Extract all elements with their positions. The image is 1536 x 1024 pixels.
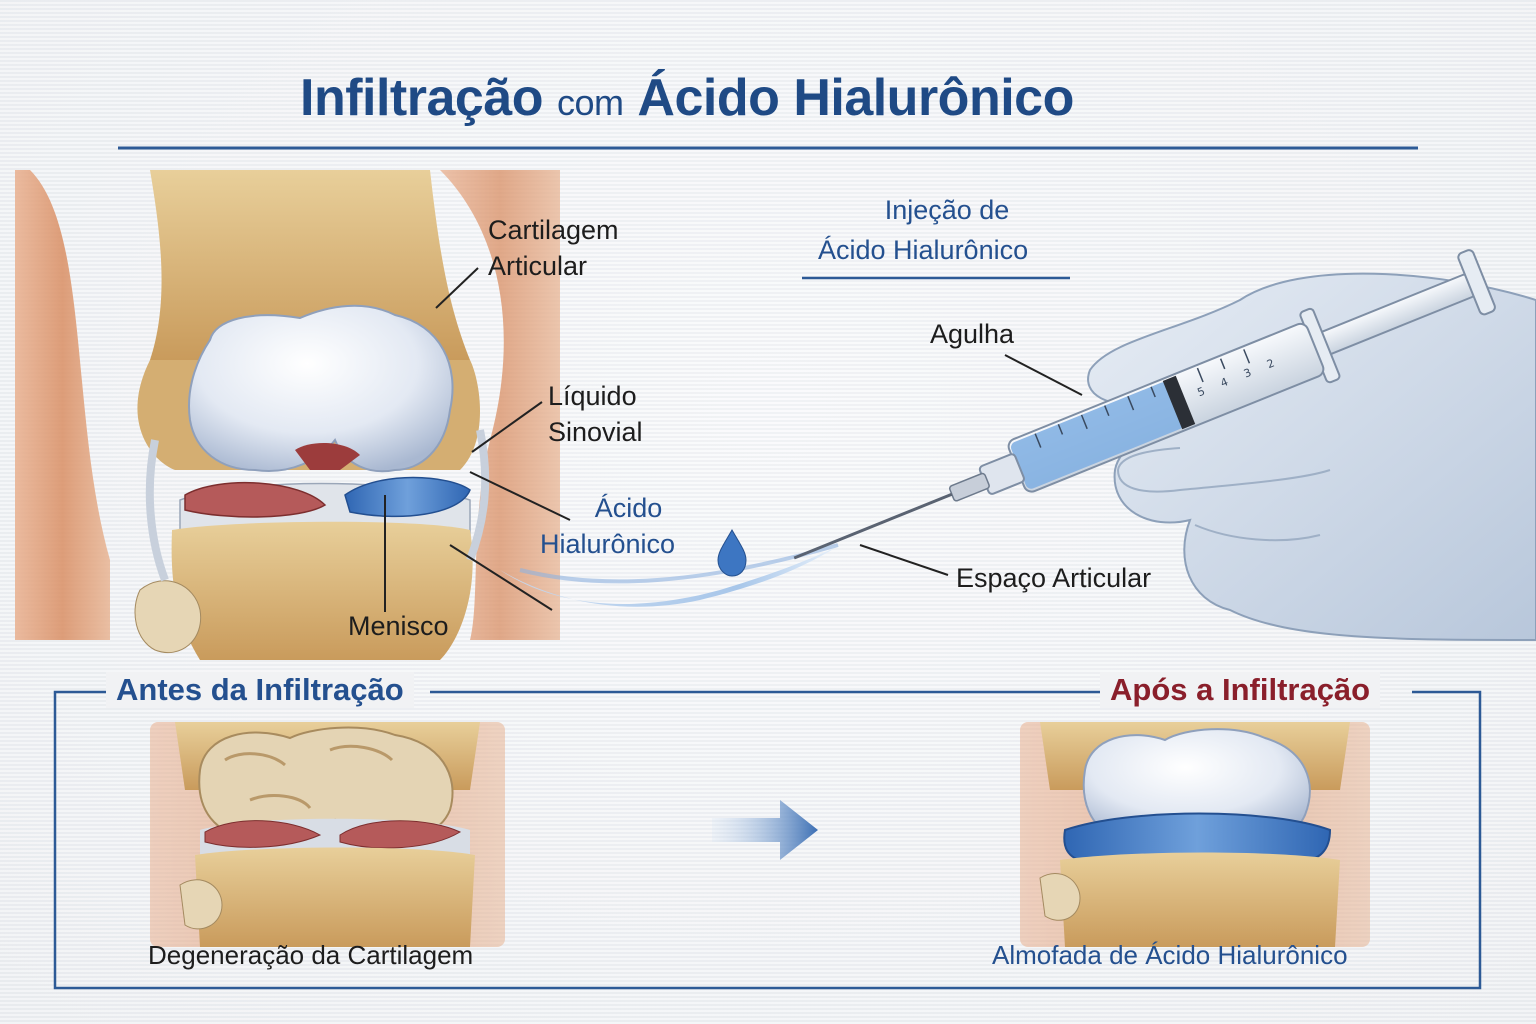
comparison-frame [53,690,1482,990]
after-knee [1020,722,1370,947]
syringe: 5 4 3 2 [793,249,1496,560]
injection-heading-line1: Injeção de [884,195,1010,225]
scale-label: 2 [1265,356,1276,371]
label-synovial-line2: Sinovial [548,417,643,447]
label-hyaluronic: Ácido Hialurônico [540,490,675,562]
page-title: Infiltração com Ácido Hialurônico [300,68,1074,128]
label-cartilage-line1: Cartilagem [488,215,619,245]
gel-stream [500,545,840,607]
label-synovial: Líquido Sinovial [548,378,643,450]
title-main: Infiltração [300,69,544,127]
after-heading: Após a Infiltração [1100,672,1381,708]
label-needle: Agulha [930,319,1015,349]
after-caption: Almofada de Ácido Hialurônico [992,940,1348,970]
scale-label: 4 [1219,375,1230,390]
injection-heading: Injeção de [872,192,1022,228]
before-knee [150,722,505,947]
needle [793,492,953,560]
label-cartilage-line2: Articular [488,251,588,281]
label-meniscus: Menisco [348,611,449,641]
injection-heading-line2: Ácido Hialurônico [818,235,1029,265]
label-cartilage: Cartilagem Articular [488,212,619,284]
label-hyaluronic-line1: Ácido [594,493,663,523]
arrow-icon [712,800,818,860]
injection-heading-2: Ácido Hialurônico [818,232,1028,268]
title-rest: Ácido Hialurônico [637,69,1074,127]
label-joint-space: Espaço Articular [956,563,1152,593]
scale-label: 3 [1242,366,1253,381]
before-caption: Degeneração da Cartilagem [148,940,474,970]
scale-label: 5 [1195,385,1206,400]
main-knee [15,170,560,660]
label-synovial-line1: Líquido [548,381,637,411]
droplet-icon [717,528,747,577]
before-heading: Antes da Infiltração [106,672,414,708]
leader-lines [384,267,1083,612]
title-connector: com [556,82,624,123]
label-hyaluronic-line2: Hialurônico [540,529,676,559]
